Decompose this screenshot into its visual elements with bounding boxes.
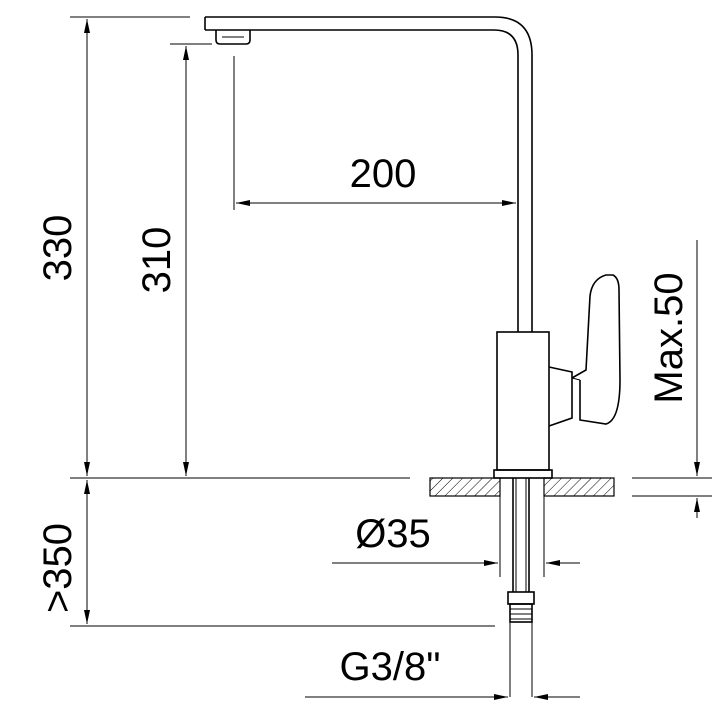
- countertop-section: [429, 477, 615, 497]
- label-330: 330: [36, 215, 80, 282]
- label-310: 310: [135, 227, 179, 294]
- thread-connector: [507, 591, 535, 605]
- spout-inner: [205, 29, 519, 332]
- base-flange: [493, 469, 553, 479]
- faucet-outline: [204, 16, 621, 697]
- label-max50: Max.50: [647, 272, 691, 403]
- label-200: 200: [350, 152, 417, 196]
- extension-lines: [70, 16, 712, 627]
- dimension-labels: 330 310 200 Max.50 >350 Ø35 G3/8": [36, 152, 691, 689]
- lever-handle: [548, 366, 573, 427]
- dimension-lines: [84, 19, 700, 700]
- aerator: [215, 30, 251, 45]
- label-350: >350: [36, 523, 80, 613]
- label-d35: Ø35: [355, 512, 431, 556]
- mixer-body: [496, 331, 550, 471]
- label-g38: G3/8": [340, 645, 441, 689]
- spout-outer: [205, 16, 533, 332]
